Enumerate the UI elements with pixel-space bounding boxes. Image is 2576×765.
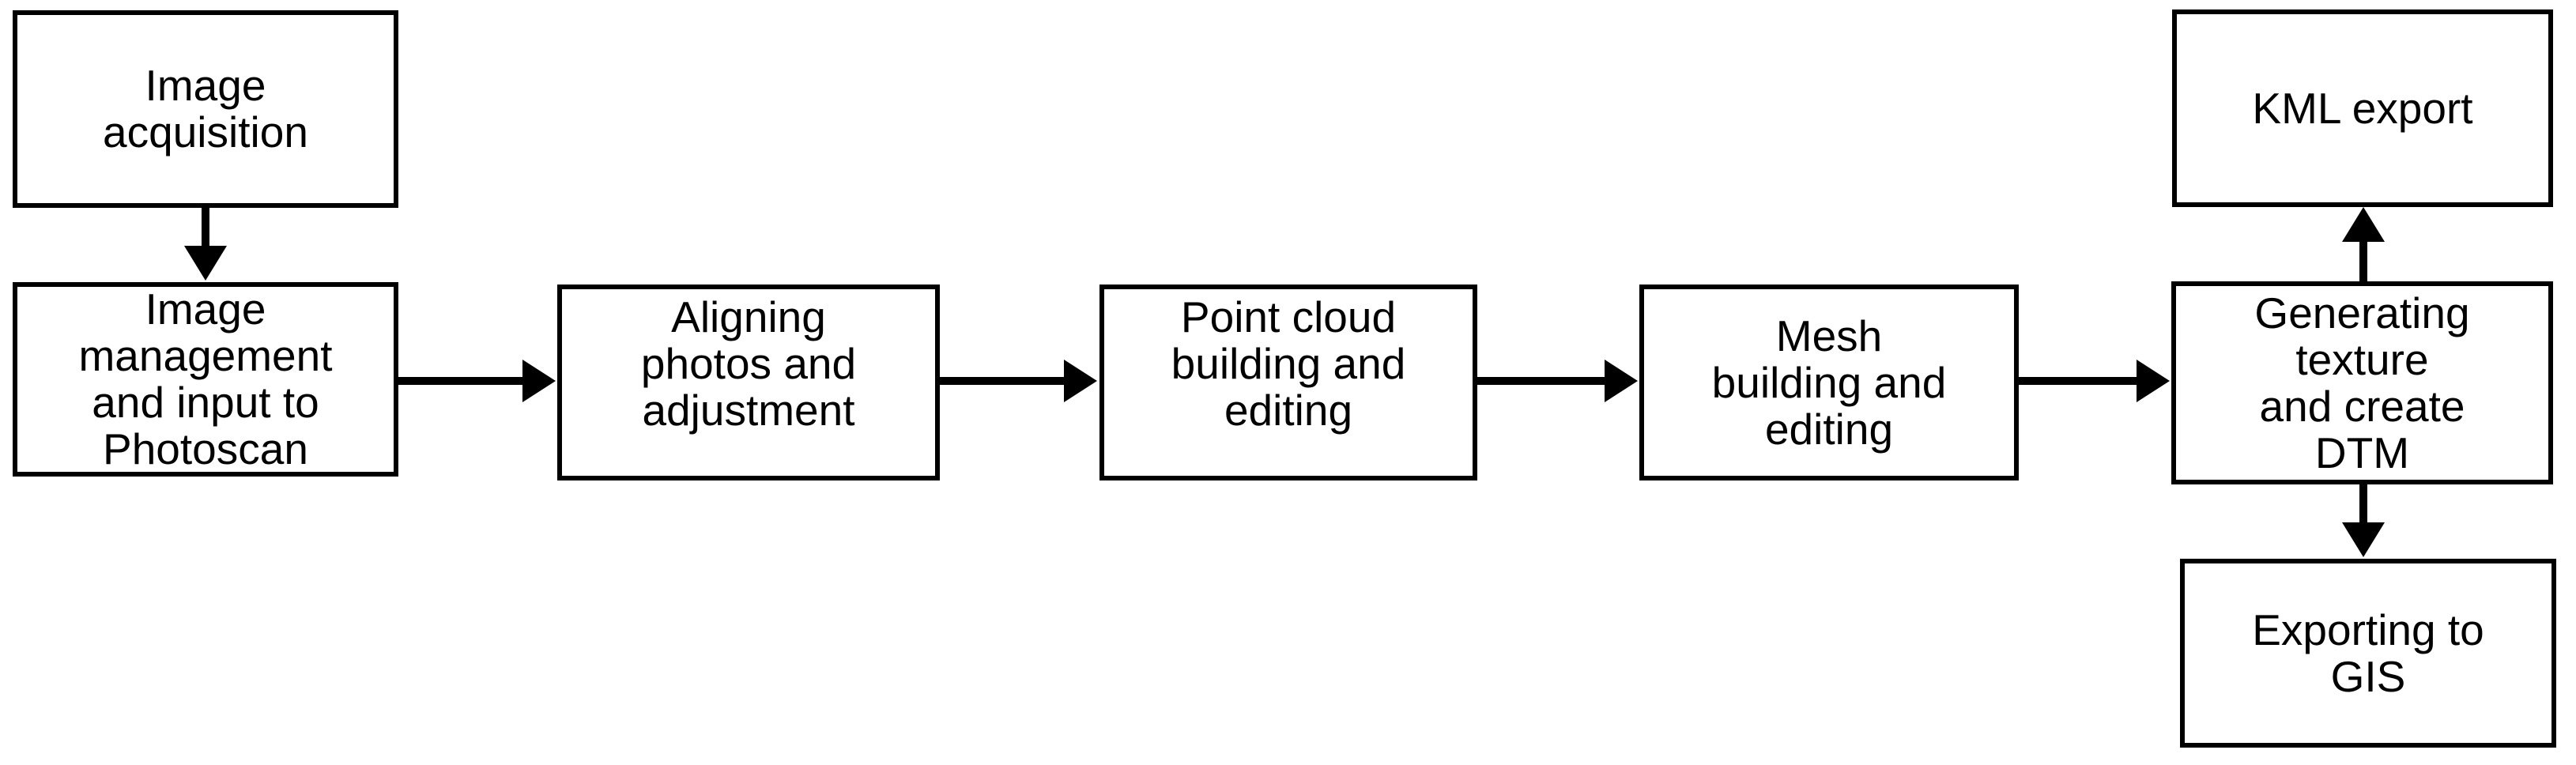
arrow-shaft [397, 377, 523, 385]
node-exporting-gis: Exporting to GIS [2180, 559, 2556, 748]
arrow-head-up-icon [2342, 207, 2385, 242]
arrow-shaft [202, 206, 209, 247]
arrow-head-down-icon [2342, 522, 2385, 557]
node-mesh-building: Mesh building and editing [1639, 285, 2019, 480]
arrow-head-down-icon [184, 246, 227, 281]
arrow-shaft [2017, 377, 2137, 385]
arrow-shaft [2359, 240, 2367, 283]
arrow-head-right-icon [1064, 360, 1097, 402]
node-image-acquisition: Image acquisition [13, 10, 398, 208]
arrow-shaft [2359, 483, 2367, 524]
node-generating-texture: Generating texture and create DTM [2171, 281, 2553, 484]
node-kml-export: KML export [2172, 9, 2553, 207]
arrow-head-right-icon [2137, 360, 2170, 402]
arrow-shaft [938, 377, 1065, 385]
node-point-cloud: Point cloud building and editing [1099, 285, 1477, 480]
node-aligning-photos: Aligning photos and adjustment [557, 285, 940, 480]
arrow-shaft [1475, 377, 1605, 385]
node-image-management: Image management and input to Photoscan [13, 282, 398, 477]
arrow-head-right-icon [1605, 360, 1638, 402]
arrow-head-right-icon [522, 360, 556, 402]
